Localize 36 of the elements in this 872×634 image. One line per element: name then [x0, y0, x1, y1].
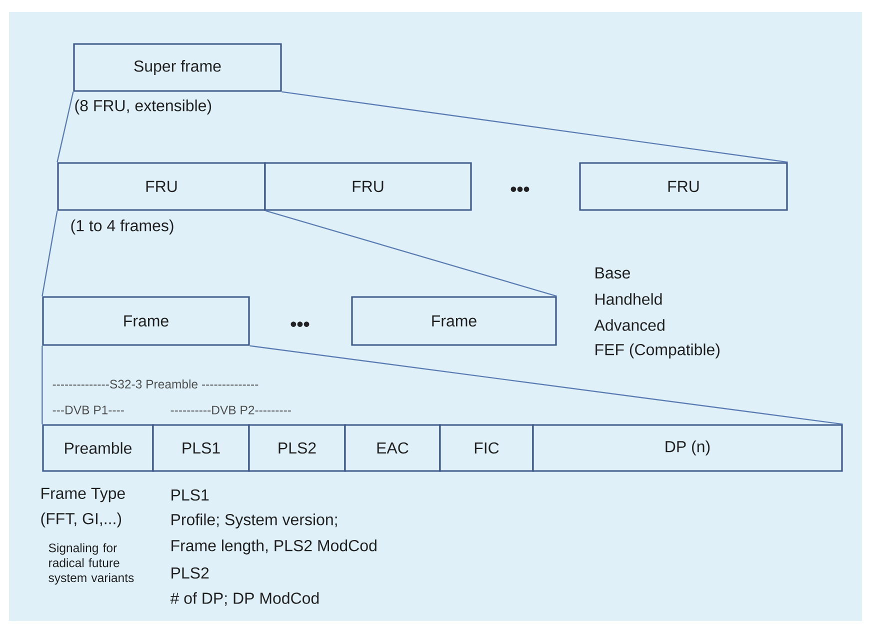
zoom-line: [56, 92, 74, 162]
zoom-line: [42, 346, 43, 424]
bracket-label: --------------S32-3 Preamble --------------: [52, 380, 258, 388]
frame-box: FRU: [579, 162, 788, 211]
text-label: Profile; System version;: [172, 514, 337, 528]
frame-box: Frame: [42, 296, 250, 346]
text-label: Base: [596, 267, 630, 279]
caption-text: (8 FRU, extensible): [75, 100, 212, 114]
frame-block: PLS1: [152, 424, 250, 472]
caption-text: (1 to 4 frames): [71, 220, 174, 234]
frame-box: Frame: [351, 296, 557, 346]
zoom-line: [250, 345, 843, 425]
ellipsis-dots: •••: [290, 322, 310, 327]
text-label: PLS2: [172, 567, 209, 579]
zoom-line: [42, 210, 58, 296]
frame-box: Super frame: [73, 43, 282, 92]
text-label: Frame length, PLS2 ModCod: [172, 540, 376, 554]
text-label: # of DP; DP ModCod: [170, 592, 319, 606]
frame-block: PLS2: [248, 424, 346, 472]
frame-box: FRU: [264, 162, 472, 211]
zoom-line: [266, 210, 557, 297]
bracket-label: ---DVB P1----: [52, 406, 124, 414]
text-label: (FFT, GI,...): [41, 512, 122, 528]
text-label: Handheld: [596, 293, 662, 305]
text-label: Advanced: [594, 319, 664, 331]
bracket-label: ----------DVB P2---------: [170, 406, 291, 414]
frame-block: Preamble: [42, 424, 154, 472]
frame-block: EAC: [344, 424, 441, 472]
text-label: PLS1: [172, 489, 209, 501]
zoom-line: [282, 91, 788, 163]
ellipsis-dots: •••: [510, 186, 530, 192]
frame-box: FRU: [57, 162, 266, 211]
text-label: Frame Type: [42, 488, 125, 502]
note-text: Signaling for radical future system variants: [48, 543, 134, 585]
frame-block: FIC: [439, 424, 534, 472]
text-label: FEF (Compatible): [596, 344, 720, 358]
